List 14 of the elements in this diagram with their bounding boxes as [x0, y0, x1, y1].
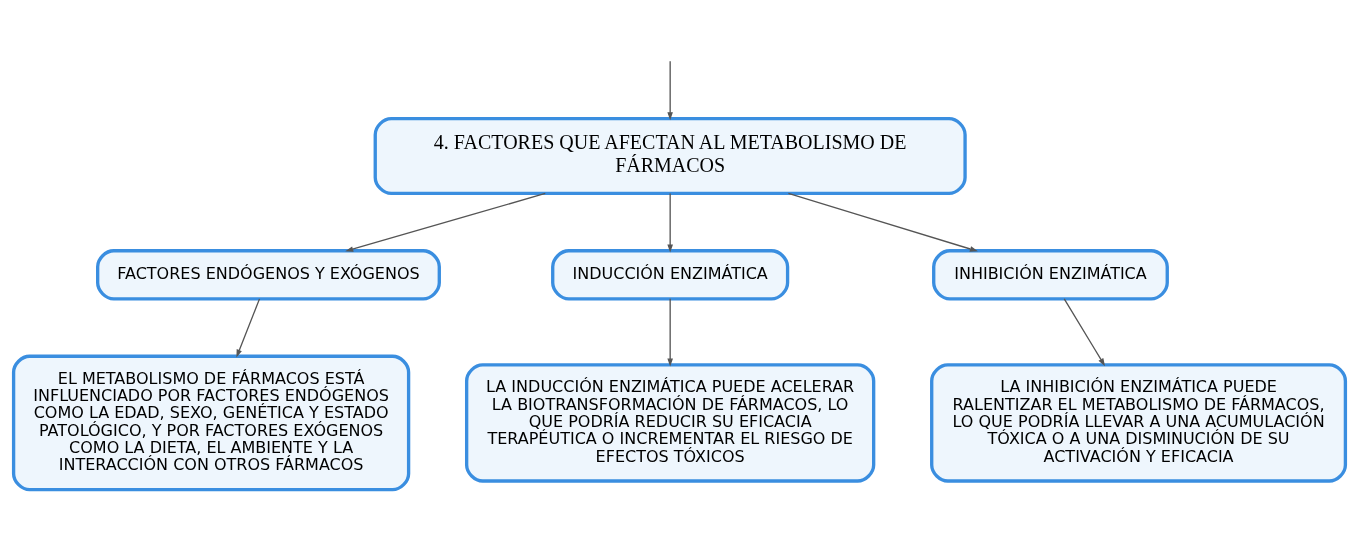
arrow	[667, 297, 673, 367]
node-box: EL METABOLISMO DE FÁRMACOS ESTÁ INFLUENCIADO POR FACTORES ENDÓGENOS COMO LA EDAD, SEXO, GENÉTICA Y ESTADO PATOLÓGICO, Y POR FACTORES EXÓGENOS COMO LA DIETA, EL AMBIENTE Y LA INTERACCIÓN CON OTROS FÁRMACOS	[11, 354, 411, 491]
arrow	[787, 192, 978, 252]
node-box: INHIBICIÓN ENZIMÁTICA	[932, 248, 1169, 300]
arrow	[236, 297, 261, 358]
arrow	[667, 60, 673, 120]
node-box: 4. FACTORES QUE AFECTAN AL METABOLISMO DE FÁRMACOS	[373, 116, 967, 195]
arrow	[1063, 297, 1106, 366]
arrow	[345, 192, 546, 252]
node-box: FACTORES ENDÓGENOS Y EXÓGENOS	[96, 248, 441, 300]
node-box: LA INHIBICIÓN ENZIMÁTICA PUEDE RALENTIZAR EL METABOLISMO DE FÁRMACOS, LO QUE PODRÍA LLEVAR A UNA ACUMULACIÓN TÓXICA O A UNA DISMINUCIÓN DE SU ACTIVACIÓN Y EFICACIA	[930, 362, 1348, 483]
node-box: INDUCCIÓN ENZIMÁTICA	[551, 248, 790, 300]
node-box: LA INDUCCIÓN ENZIMÁTICA PUEDE ACELERAR LA BIOTRANSFORMACIÓN DE FÁRMACOS, LO QUE PODRÍA REDUCIR SU EFICACIA TERAPÉUTICA O INCREMENTAR EL RIESGO DE EFECTOS TÓXICOS	[464, 362, 876, 483]
arrow	[667, 192, 673, 253]
